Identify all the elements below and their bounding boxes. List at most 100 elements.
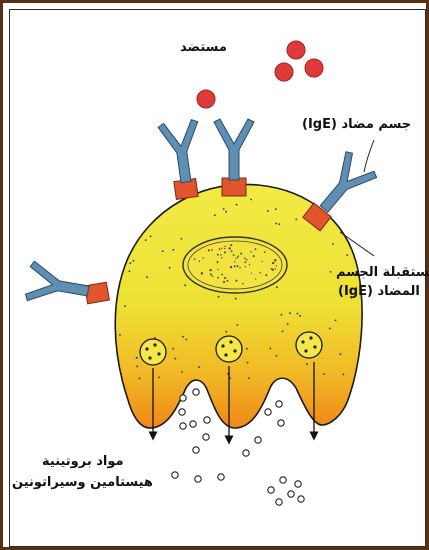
chromatin-dot [251, 273, 252, 274]
cytoplasm-dot [330, 271, 332, 273]
cytoplasm-dot [276, 355, 278, 357]
chromatin-dot [244, 258, 246, 260]
cytoplasm-dot [329, 328, 331, 330]
cytoplasm-dot [346, 254, 348, 256]
granule [296, 332, 322, 358]
chromatin-dot [255, 278, 256, 279]
cytoplasm-dot [236, 204, 238, 206]
cytoplasm-dot [198, 366, 200, 368]
chromatin-dot [234, 265, 236, 267]
chromatin-dot [230, 266, 232, 268]
cytoplasm-dot [158, 376, 160, 378]
chromatin-dot [199, 260, 200, 261]
cytoplasm-dot [214, 214, 216, 216]
chromatin-dot [274, 259, 276, 261]
cytoplasm-dot [182, 336, 184, 338]
cytoplasm-dot [124, 305, 126, 307]
cytoplasm-dot [343, 374, 345, 376]
receptor-label-line1: مستقبلة الجسم [336, 263, 429, 282]
cytoplasm-dot [133, 260, 135, 262]
cytoplasm-dot [225, 211, 227, 213]
ige-antibody [158, 119, 206, 185]
cytoplasm-dot [281, 314, 283, 316]
chromatin-dot [220, 254, 222, 256]
antibody-leader-line [364, 140, 374, 172]
chromatin-dot [208, 249, 210, 251]
cytoplasm-dot [275, 208, 277, 210]
chromatin-dot [231, 250, 233, 252]
chromatin-dot [194, 258, 196, 260]
cytoplasm-dot [129, 270, 131, 272]
chromatin-dot [275, 268, 276, 269]
antigen-particle [275, 63, 293, 81]
chromatin-dot [210, 273, 212, 275]
ige-receptor [222, 178, 246, 196]
antigen-label: مستضد [180, 38, 227, 57]
cytoplasm-dot [276, 286, 278, 288]
cytoplasm-dot [295, 219, 297, 221]
chromatin-dot [239, 267, 240, 268]
antibody-label: جسم مضاد (IgE) [302, 115, 411, 134]
chromatin-dot [224, 277, 226, 279]
cytoplasm-dot [270, 348, 272, 350]
chromatin-dot [217, 269, 218, 270]
cytoplasm-dot [340, 353, 342, 355]
cytoplasm-dot [332, 243, 334, 245]
chromatin-dot [217, 277, 219, 279]
chromatin-dot [236, 280, 238, 282]
chromatin-dot [224, 248, 225, 249]
chromatin-dot [227, 280, 229, 282]
chromatin-dot [233, 254, 235, 256]
cytoplasm-dot [146, 276, 148, 278]
cytoplasm-dot [181, 238, 183, 240]
cytoplasm-dot [278, 223, 280, 225]
cytoplasm-dot [136, 357, 138, 359]
chromatin-dot [272, 262, 274, 264]
cytoplasm-dot [145, 239, 147, 241]
cytoplasm-dot [267, 210, 269, 212]
cytoplasm-dot [306, 363, 308, 365]
cytoplasm-dot [150, 236, 152, 238]
cytoplasm-dot [225, 331, 227, 333]
cytoplasm-dot [174, 358, 176, 360]
cytoplasm-dot [282, 331, 284, 333]
substances-label-line2: هيستامين وسيراتونين [12, 473, 153, 492]
ige-antibody [24, 261, 91, 311]
nucleus [183, 237, 287, 293]
cytoplasm-dot [335, 320, 337, 322]
chromatin-dot [211, 249, 213, 251]
receptor-label-line2: المضاد (IgE) [338, 282, 420, 301]
chromatin-dot [230, 244, 232, 246]
chromatin-dot [219, 248, 221, 250]
ige-receptor [85, 282, 110, 304]
antigen-particle [305, 59, 323, 77]
cytoplasm-dot [250, 199, 252, 201]
chromatin-dot [221, 274, 223, 276]
chromatin-dot [217, 254, 219, 256]
chromatin-dot [224, 246, 225, 247]
cytoplasm-dot [248, 377, 250, 379]
cytoplasm-dot [247, 362, 249, 364]
cytoplasm-dot [184, 284, 186, 286]
chromatin-dot [250, 251, 251, 252]
chromatin-dot [253, 255, 255, 257]
antigen-particle [287, 41, 305, 59]
cytoplasm-dot [223, 208, 225, 210]
chromatin-dot [234, 261, 235, 262]
chromatin-dot [242, 283, 244, 285]
chromatin-dot [235, 258, 236, 259]
cytoplasm-dot [136, 366, 138, 368]
chromatin-dot [224, 251, 226, 253]
chromatin-dot [217, 261, 219, 263]
chromatin-dot [210, 269, 212, 271]
chromatin-dot [264, 251, 266, 253]
chromatin-dot [237, 255, 239, 257]
granule [216, 336, 242, 362]
substances-label-line1: مواد بروتينية [42, 452, 124, 471]
cytoplasm-dot [218, 296, 220, 298]
chromatin-dot [203, 258, 204, 259]
chromatin-dot [246, 259, 248, 261]
cytoplasm-dot [323, 373, 325, 375]
cytoplasm-dot [185, 339, 187, 341]
chromatin-dot [201, 272, 203, 274]
